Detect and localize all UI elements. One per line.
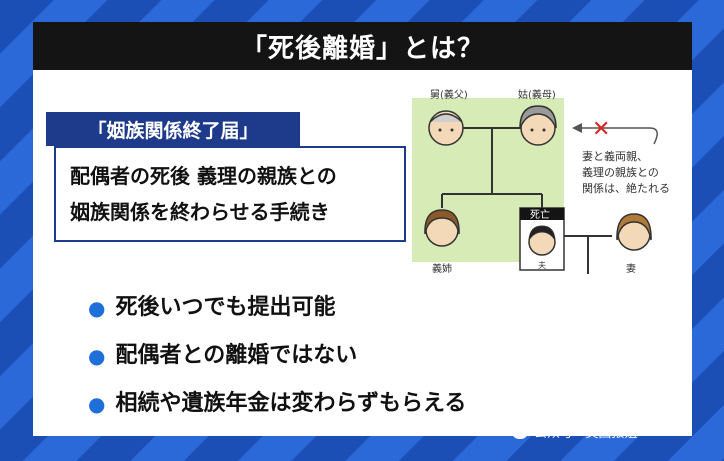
- husband-icon: [528, 225, 556, 256]
- wechat-icon: [512, 424, 528, 439]
- bullet-dot-icon: ●: [88, 392, 106, 416]
- page-title: 「死後離婚」とは？: [33, 22, 692, 70]
- definition-line-2: 姻族関係を終わらせる手続き: [70, 200, 330, 224]
- bullet-dot-icon: ●: [88, 296, 106, 320]
- sister-in-law-icon: [424, 209, 460, 247]
- definition-line-1: 配偶者の死後 義理の親族との: [70, 164, 337, 188]
- watermark-text: 公众号 · 英国报姐: [534, 426, 638, 441]
- relation-arrow-line: [580, 127, 658, 145]
- mother-in-law-icon: [519, 105, 557, 146]
- wife-label: 妻: [626, 262, 636, 275]
- list-item: ● 死後いつでも提出可能: [88, 284, 466, 332]
- subtitle-label: 「姻族関係終了届」: [46, 112, 300, 146]
- bullet-text: 相続や遺族年金は変わらずもらえる: [115, 391, 467, 416]
- bullet-dot-icon: ●: [88, 344, 106, 368]
- definition-box: 配偶者の死後 義理の親族との 姻族関係を終わらせる手続き: [54, 146, 406, 242]
- list-item: ● 配偶者との離婚ではない: [88, 332, 466, 380]
- mother-in-law-label: 姑(義母): [518, 88, 556, 101]
- sister-in-law-label: 義姉: [432, 262, 452, 275]
- husband-label: 夫: [538, 260, 546, 270]
- watermark: 公众号 · 英国报姐: [512, 422, 637, 441]
- deceased-tag: 死亡: [530, 208, 550, 221]
- deceased-tag-bg: [520, 208, 564, 220]
- father-in-law-label: 舅(義父): [430, 88, 468, 101]
- bullet-list: ● 死後いつでも提出可能 ● 配偶者との離婚ではない ● 相続や遺族年金は変わら…: [88, 284, 466, 428]
- family-diagram: 舅(義父) 姑(義母) 義姉 死亡 夫 妻 ✕ 妻と義両親、 義理の親族との 関…: [412, 88, 670, 275]
- note-line-2: 義理の親族との: [582, 165, 659, 179]
- father-in-law-icon: [428, 110, 464, 146]
- bullet-text: 配偶者との離婚ではない: [115, 343, 358, 368]
- arrow-head-icon: [572, 123, 582, 133]
- list-item: ● 相続や遺族年金は変わらずもらえる: [88, 380, 466, 428]
- note-line-3: 関係は、絶たれる: [582, 181, 670, 195]
- note-line-1: 妻と義両親、: [582, 149, 648, 163]
- cross-icon: ✕: [592, 117, 610, 142]
- bullet-text: 死後いつでも提出可能: [115, 295, 336, 320]
- wife-icon: [616, 213, 652, 251]
